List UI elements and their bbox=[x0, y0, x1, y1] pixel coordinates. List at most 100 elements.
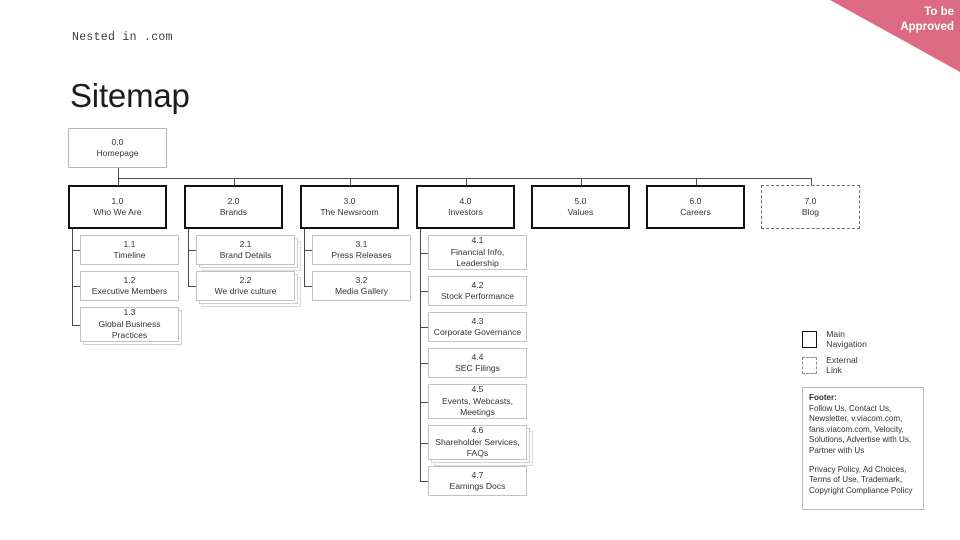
node-label: Corporate Governance bbox=[433, 327, 522, 337]
connector-bus bbox=[117, 178, 811, 179]
legend-item-external-link: External Link bbox=[802, 355, 863, 375]
connector-section-stem bbox=[117, 178, 119, 185]
connector-child-stub bbox=[304, 286, 312, 287]
footer-links-primary: Follow Us, Contact Us, Newsletter, v.via… bbox=[809, 403, 912, 455]
connector-section-stem bbox=[465, 178, 467, 185]
node-number: 4.3 bbox=[471, 315, 484, 326]
node-number: 4.5 bbox=[471, 384, 484, 395]
status-ribbon: To be Approved bbox=[830, 0, 960, 72]
legend-label: Main Navigation bbox=[826, 329, 867, 349]
node-label: The Newsroom bbox=[320, 207, 379, 217]
ribbon-label-line2: Approved bbox=[900, 21, 954, 33]
connector-child-stub bbox=[420, 481, 428, 482]
node-label: Brand Details bbox=[219, 250, 272, 260]
ribbon-label-line1: To be bbox=[924, 6, 954, 18]
node-label: Brands bbox=[219, 207, 248, 217]
node-label: Timeline bbox=[113, 250, 146, 260]
connector-section-stem bbox=[580, 178, 582, 185]
node-label: SEC Filings bbox=[455, 363, 500, 373]
node-label: Press Releases bbox=[331, 250, 392, 260]
connector-root-stem bbox=[117, 168, 119, 178]
legend-label: External Link bbox=[826, 355, 858, 375]
connector-child-stub bbox=[72, 250, 80, 251]
connector-child-stub bbox=[304, 250, 312, 251]
node-number: 2.0 bbox=[227, 195, 240, 206]
node-label: Financial Info, Leadership bbox=[450, 246, 505, 269]
connector-child-stub bbox=[420, 291, 428, 292]
connector-child-stub bbox=[420, 363, 428, 364]
footer-spacer bbox=[809, 457, 917, 465]
node-label: Blog bbox=[801, 207, 820, 217]
node-number: 0.0 bbox=[111, 136, 124, 147]
node-number: 1.0 bbox=[111, 195, 124, 206]
node-number: 5.0 bbox=[574, 195, 587, 206]
footer-links-legal: Privacy Policy, Ad Choices, Terms of Use… bbox=[809, 464, 913, 495]
node-label: Executive Members bbox=[91, 286, 168, 296]
connector-child-stub bbox=[72, 324, 80, 326]
connector-child-spine bbox=[420, 229, 421, 481]
node-label: Global Business Practices bbox=[98, 318, 161, 341]
ribbon-triangle bbox=[830, 0, 960, 72]
node-number: 4.1 bbox=[471, 235, 484, 246]
connector-child-spine bbox=[188, 229, 189, 286]
connector-section-stem bbox=[810, 178, 812, 185]
connector-child-stub bbox=[420, 252, 428, 254]
node-number: 2.1 bbox=[239, 238, 252, 249]
connector-child-stub bbox=[188, 250, 196, 251]
connector-section-stem bbox=[233, 178, 235, 185]
node-label: We drive culture bbox=[214, 286, 277, 296]
node-label: Events, Webcasts, Meetings bbox=[441, 395, 513, 418]
node-label: Investors bbox=[448, 207, 483, 217]
node-label: Media Gallery bbox=[334, 286, 388, 296]
node-number: 1.3 bbox=[123, 307, 136, 318]
connector-child-spine bbox=[304, 229, 305, 286]
connector-child-stub bbox=[188, 286, 196, 287]
connector-section-stem bbox=[349, 178, 351, 185]
node-number: 4.7 bbox=[471, 469, 484, 480]
node-number: 7.0 bbox=[804, 195, 817, 206]
footer-card: Footer: Follow Us, Contact Us, Newslette… bbox=[802, 387, 924, 510]
node-label: Homepage bbox=[96, 148, 139, 158]
footer-title: Footer: bbox=[809, 393, 837, 402]
external-link-swatch-icon bbox=[802, 356, 818, 374]
connector-child-stub bbox=[420, 327, 428, 328]
node-label: Who We Are bbox=[93, 207, 142, 217]
node-number: 2.2 bbox=[239, 274, 252, 285]
node-label: Shareholder Services, FAQs bbox=[435, 436, 520, 459]
node-number: 6.0 bbox=[689, 195, 702, 206]
node-number: 1.1 bbox=[123, 238, 136, 249]
node-label: Values bbox=[567, 207, 594, 217]
connector-child-stub bbox=[72, 286, 80, 287]
node-number: 1.2 bbox=[123, 274, 136, 285]
node-number: 4.2 bbox=[471, 279, 484, 290]
main-navigation-swatch-icon bbox=[802, 330, 818, 348]
node-label: Earnings Docs bbox=[449, 481, 506, 491]
node-label: Stock Performance bbox=[440, 291, 515, 301]
legend-item-main-navigation: Main Navigation bbox=[802, 329, 872, 349]
node-number: 4.4 bbox=[471, 351, 484, 362]
breadcrumb: Nested in .com bbox=[72, 31, 173, 44]
